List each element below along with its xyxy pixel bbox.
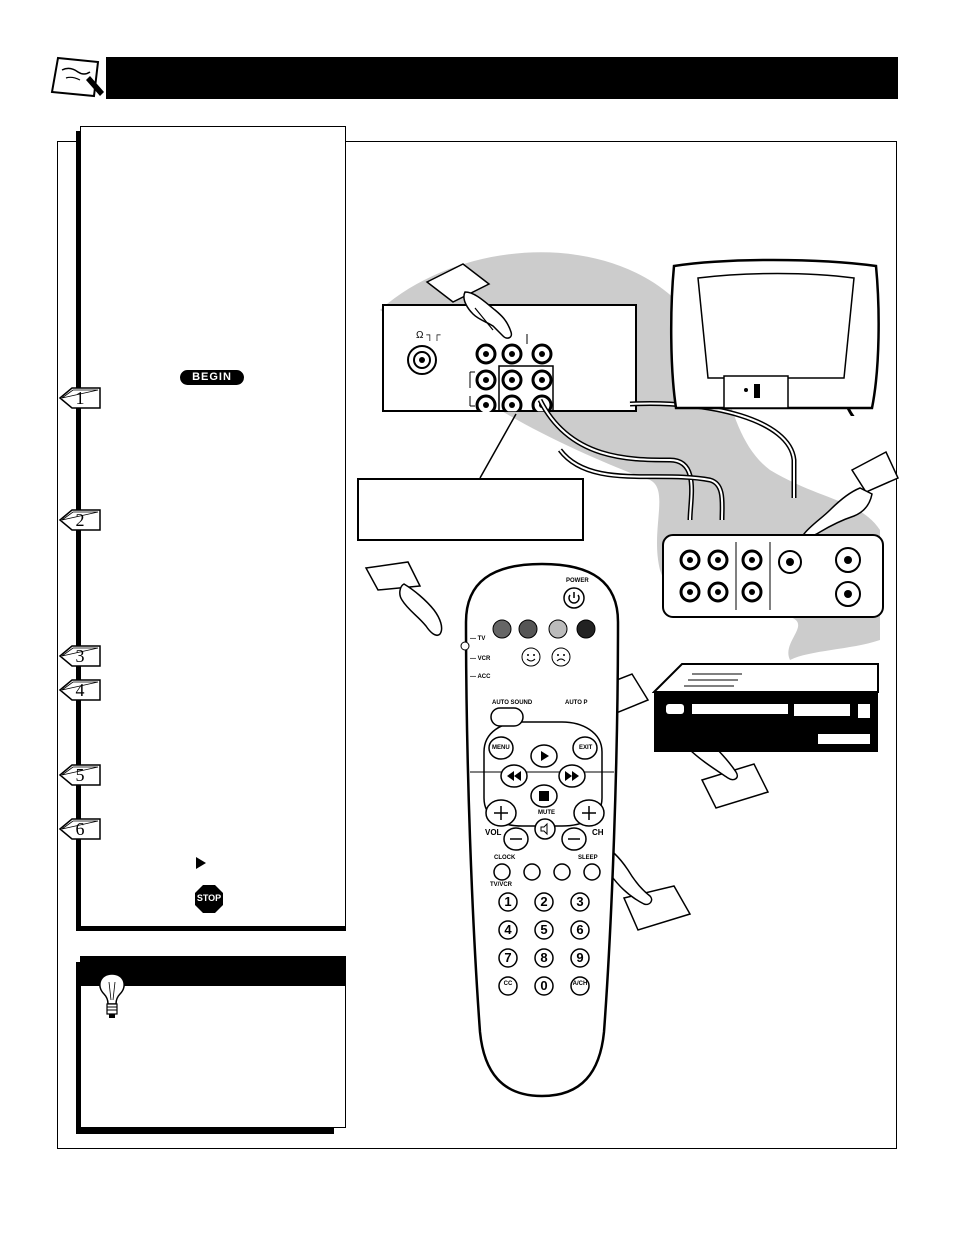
mode-vcr-text: VCR: [477, 656, 491, 662]
begin-badge: BEGIN: [180, 370, 244, 385]
stop-sign-icon: STOP: [194, 884, 224, 914]
key-7[interactable]: 7: [504, 950, 512, 965]
step-number-2: 2: [75, 510, 85, 530]
step-number-3: 3: [75, 646, 85, 666]
key-3[interactable]: 3: [576, 894, 584, 909]
tv-rear-illustration: [669, 258, 880, 416]
steps-panel: [80, 126, 346, 927]
hand-pointing-icon: [364, 561, 443, 637]
step-marker-6: 6: [58, 818, 102, 840]
step-marker-5: 5: [58, 764, 102, 786]
fast-forward-button[interactable]: [558, 764, 586, 788]
lightbulb-icon: [85, 960, 139, 1018]
power-label: POWER: [566, 578, 589, 584]
volume-down-button[interactable]: [502, 826, 530, 852]
antenna-ohm-label: Ω ┐┌: [416, 330, 441, 341]
stop-sign-label: STOP: [196, 893, 222, 903]
keypad-button-outlines: [498, 892, 590, 996]
clock-record-stop-sleep-buttons[interactable]: [492, 862, 604, 882]
mode-tv-label: — TV: [470, 636, 486, 642]
key-1[interactable]: 1: [504, 894, 512, 909]
volume-up-button[interactable]: [484, 798, 518, 828]
auto-sound-label: AUTO SOUND: [492, 700, 533, 706]
auto-picture-label: AUTO P: [565, 700, 588, 706]
callout-box: [357, 478, 584, 541]
channel-up-button[interactable]: [572, 798, 606, 828]
av-cables: [537, 398, 797, 521]
auto-sound-button[interactable]: [490, 707, 524, 727]
step-marker-1: 1: [58, 387, 102, 409]
step-number-5: 5: [75, 765, 85, 785]
key-8[interactable]: 8: [540, 950, 548, 965]
ch-label: CH: [592, 828, 604, 837]
key-5[interactable]: 5: [540, 922, 548, 937]
vcr-front-illustration: [652, 663, 879, 752]
outer-frame: [57, 141, 897, 1149]
mode-acc-label: — ACC: [470, 674, 491, 680]
exit-button[interactable]: [572, 736, 598, 760]
mute-button[interactable]: [534, 818, 556, 840]
vcr-jack-panel: [662, 534, 884, 618]
mode-tv-text: TV: [477, 636, 486, 642]
title-bar: [106, 57, 898, 99]
key-2[interactable]: 2: [540, 894, 548, 909]
mute-label: MUTE: [538, 810, 555, 816]
key-4[interactable]: 4: [504, 922, 512, 937]
step-number-1: 1: [75, 388, 85, 408]
vol-label: VOL: [485, 828, 502, 837]
rewind-button[interactable]: [500, 764, 528, 788]
step-number-4: 4: [75, 680, 85, 700]
key-0[interactable]: 0: [540, 978, 548, 993]
pen-writing-icon: [50, 56, 104, 98]
mode-switch[interactable]: [460, 640, 470, 652]
tv-jack-panel: [382, 304, 637, 412]
sleep-label: SLEEP: [578, 855, 598, 861]
hand-pointing-icon: [425, 263, 513, 339]
mode-vcr-label: — VCR: [470, 656, 491, 662]
color-buttons[interactable]: [490, 618, 600, 640]
step-marker-2: 2: [58, 509, 102, 531]
mode-acc-text: ACC: [477, 674, 491, 680]
menu-button[interactable]: [488, 736, 514, 760]
step-marker-4: 4: [58, 679, 102, 701]
key-6[interactable]: 6: [576, 922, 584, 937]
step-number-6: 6: [75, 819, 85, 839]
play-arrow-icon: [196, 857, 206, 869]
number-keypad: 1 2 3 4 5 6 7 8 9 CC 0 A/CH: [494, 890, 606, 1000]
play-button[interactable]: [530, 744, 558, 768]
key-9[interactable]: 9: [576, 950, 584, 965]
key-a-ch[interactable]: A/CH: [572, 981, 588, 987]
key-cc[interactable]: CC: [503, 981, 513, 987]
step-marker-3: 3: [58, 645, 102, 667]
exit-label: EXIT: [579, 745, 593, 751]
channel-down-button[interactable]: [560, 826, 588, 852]
power-button[interactable]: [562, 586, 586, 610]
menu-label: MENU: [492, 745, 510, 751]
callout-leader-line: [479, 413, 517, 479]
stop-button[interactable]: [530, 784, 558, 808]
tv-vcr-label: TV/VCR: [490, 882, 513, 888]
smart-picture-buttons[interactable]: [520, 646, 572, 668]
clock-label: CLOCK: [494, 855, 516, 861]
